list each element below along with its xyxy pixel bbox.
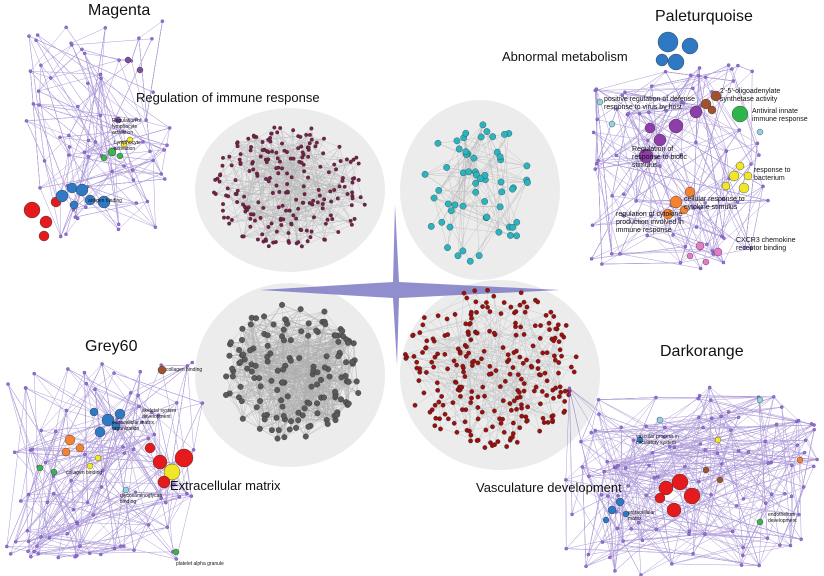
term-label-do-2: extracellular matrix (628, 510, 655, 522)
module-title-darkorange: Darkorange (660, 343, 744, 360)
module-title-magenta: Magenta (88, 2, 151, 19)
central-cross (260, 205, 560, 365)
term-label-pt-4: Regulation of response to biotic stimulu… (632, 146, 687, 169)
enrichment-paleturquoise (589, 31, 770, 271)
term-label-magenta-1: Regulation of lymphocyte activation (112, 118, 142, 136)
term-label-g60-3: extracellular matrix organization (112, 420, 154, 432)
cluster-grey60 (223, 301, 362, 442)
term-label-do-1: vascular process in circulatory system (636, 434, 679, 446)
term-label-g60-2: skeletal system development (142, 408, 177, 420)
cluster-paleturquoise (421, 121, 531, 265)
term-label-pt-1: 2'-5'-oligoadenylate synthetase activity (720, 88, 781, 103)
term-label-do-3: endothelium development (768, 512, 797, 524)
theme-label-vasculature-development: Vasculature development (476, 480, 622, 495)
coexpression-clusters (212, 121, 579, 450)
term-label-g60-5: glycosaminoglycan binding (120, 493, 163, 505)
cross-shape (260, 205, 560, 365)
enrichment-networks (5, 19, 819, 576)
term-label-pt-5: response to bacterium (754, 167, 791, 182)
theme-label-immune-response: Regulation of immune response (136, 90, 320, 105)
module-title-paleturquoise: Paleturquoise (655, 8, 753, 25)
enrichment-grey60 (5, 360, 205, 561)
term-label-g60-6: platelet alpha granule (176, 561, 224, 567)
term-label-g60-4: collagen binding (66, 470, 103, 476)
theme-label-abnormal-metabolism: Abnormal metabolism (502, 49, 628, 64)
term-label-g60-1: collagen binding (166, 367, 203, 373)
enrichment-magenta (23, 19, 172, 242)
term-label-magenta-3: antigen binding (88, 198, 122, 204)
term-label-pt-3: Antiviral innate immune response (752, 108, 808, 123)
term-label-pt-6: cellular response to cytokine stimulus (684, 196, 745, 211)
enrichment-darkorange (564, 385, 819, 576)
term-label-pt-7: regulation of cytokine production involv… (616, 211, 684, 234)
module-title-grey60: Grey60 (85, 338, 138, 355)
term-label-pt-8: CXCR3 chemokine receptor binding (736, 237, 796, 252)
cluster-magenta (212, 125, 367, 249)
term-label-magenta-2: Lymphocyte activation (114, 140, 141, 152)
cluster-darkorange (403, 287, 579, 450)
term-label-pt-2: positive regulation of defense response … (604, 96, 696, 111)
theme-label-extracellular-matrix: Extracellular matrix (170, 478, 281, 493)
